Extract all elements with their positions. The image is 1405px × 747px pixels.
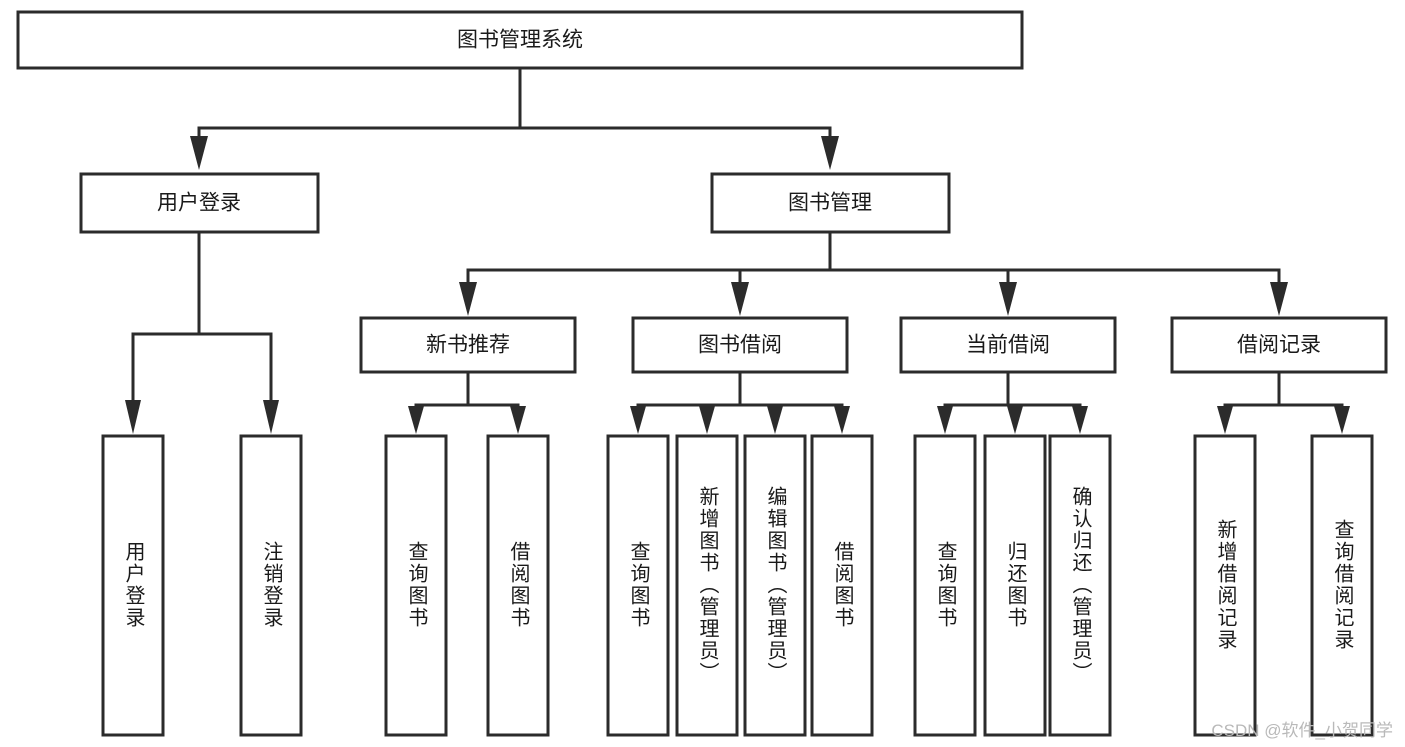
leaf-node[interactable]: 查询图书 [913, 434, 977, 737]
leaf-cb-return-book-box[interactable] [983, 434, 1047, 737]
leaf-br-add-record-box[interactable] [1193, 434, 1257, 737]
leaf-node[interactable]: 注销登录 [239, 434, 303, 737]
node-book-borrow-label: 图书借阅 [698, 334, 782, 357]
arrowhead-leaf-bb-1 [630, 406, 646, 434]
leaf-cb-query-book-label: 查询图书 [934, 541, 957, 629]
arrowhead-book-borrow [731, 282, 749, 316]
connector-group-borrow-record [1217, 370, 1350, 434]
arrowhead-leaf-cb-1 [937, 406, 953, 434]
leaf-node[interactable]: 新增图书（管理员） [675, 434, 739, 737]
node-user-login[interactable]: 用户登录 [79, 172, 320, 234]
node-borrow-record-box[interactable] [1170, 316, 1388, 374]
leaf-nb-borrow-book-label: 借阅图书 [507, 541, 530, 629]
node-current-borrow[interactable]: 当前借阅 [899, 316, 1117, 374]
node-borrow-record[interactable]: 借阅记录 [1170, 316, 1388, 374]
node-book-management-label: 图书管理 [788, 192, 872, 215]
arrowhead-leaf-br-2 [1334, 406, 1350, 434]
arrowhead-leaf-nb-2 [510, 406, 526, 434]
leaf-bb-add-book-label: 新增图书（管理员） [696, 486, 719, 684]
node-user-login-box[interactable] [79, 172, 320, 234]
leaf-node[interactable]: 归还图书 [983, 434, 1047, 737]
connector-group-book-mgmt [459, 230, 1288, 316]
node-new-book-recommend-label: 新书推荐 [426, 334, 510, 357]
arrowhead-leaf-nb-1 [408, 406, 424, 434]
node-book-management[interactable]: 图书管理 [710, 172, 951, 234]
leaf-br-query-record-label: 查询借阅记录 [1331, 519, 1354, 651]
node-root-label: 图书管理系统 [457, 29, 583, 52]
leaf-bb-query-book-box[interactable] [606, 434, 670, 737]
leaf-node[interactable]: 查询借阅记录 [1310, 434, 1374, 737]
leaf-logout-label: 注销登录 [260, 541, 283, 629]
leaf-cb-confirm-return-label: 确认归还（管理员） [1069, 486, 1092, 684]
node-current-borrow-box[interactable] [899, 316, 1117, 374]
arrowhead-leaf-bb-4 [834, 406, 850, 434]
leaf-br-query-record-box[interactable] [1310, 434, 1374, 737]
node-book-borrow-box[interactable] [631, 316, 849, 374]
arrowhead-borrow-record [1270, 282, 1288, 316]
leaf-bb-borrow-book-label: 借阅图书 [831, 541, 854, 629]
leaf-bb-edit-book-box[interactable] [743, 434, 807, 737]
arrowhead-leaf-ul-2 [263, 400, 279, 434]
arrowhead-book-mgmt [821, 136, 839, 170]
node-root-box[interactable] [16, 10, 1024, 70]
node-book-management-box[interactable] [710, 172, 951, 234]
connector-group-book-borrow [630, 370, 850, 434]
arrowhead-leaf-cb-2 [1007, 406, 1023, 434]
leaf-nb-query-book-box[interactable] [384, 434, 448, 737]
node-book-borrow[interactable]: 图书借阅 [631, 316, 849, 374]
leaf-bb-query-book-label: 查询图书 [627, 541, 650, 629]
leaf-node[interactable]: 用户登录 [101, 434, 165, 737]
connector-group-root [190, 66, 839, 170]
arrowhead-leaf-bb-2 [699, 406, 715, 434]
arrowhead-leaf-cb-3 [1072, 406, 1088, 434]
leaf-user-login-box[interactable] [101, 434, 165, 737]
arrowhead-new-book [459, 282, 477, 316]
leaf-node[interactable]: 新增借阅记录 [1193, 434, 1257, 737]
leaf-node[interactable]: 确认归还（管理员） [1048, 434, 1112, 737]
node-new-book-recommend[interactable]: 新书推荐 [359, 316, 577, 374]
arrowhead-current-borrow [999, 282, 1017, 316]
leaf-nb-query-book-label: 查询图书 [405, 541, 428, 629]
connector-group-new-book [408, 370, 526, 434]
leaf-node[interactable]: 查询图书 [606, 434, 670, 737]
connector-group-current-borrow [937, 370, 1088, 434]
leaf-node[interactable]: 借阅图书 [810, 434, 874, 737]
leaf-user-login-label: 用户登录 [122, 541, 145, 629]
leaf-nb-borrow-book-box[interactable] [486, 434, 550, 737]
leaf-node[interactable]: 查询图书 [384, 434, 448, 737]
node-current-borrow-label: 当前借阅 [966, 334, 1050, 357]
leaf-cb-query-book-box[interactable] [913, 434, 977, 737]
leaf-bb-edit-book-label: 编辑图书（管理员） [764, 486, 787, 684]
arrowhead-leaf-br-1 [1217, 406, 1233, 434]
arrowhead-leaf-bb-3 [767, 406, 783, 434]
leaf-node[interactable]: 借阅图书 [486, 434, 550, 737]
node-root[interactable]: 图书管理系统 [16, 10, 1024, 70]
leaf-br-add-record-label: 新增借阅记录 [1214, 519, 1237, 651]
arrowhead-leaf-ul-1 [125, 400, 141, 434]
leaf-cb-return-book-label: 归还图书 [1004, 541, 1027, 629]
leaf-bb-add-book-box[interactable] [675, 434, 739, 737]
node-user-login-label: 用户登录 [157, 192, 241, 215]
arrowhead-user-login [190, 136, 208, 170]
node-new-book-recommend-box[interactable] [359, 316, 577, 374]
leaf-bb-borrow-book-box[interactable] [810, 434, 874, 737]
connector-group-user-login [125, 230, 279, 434]
leaf-logout-box[interactable] [239, 434, 303, 737]
leaf-cb-confirm-return-box[interactable] [1048, 434, 1112, 737]
node-borrow-record-label: 借阅记录 [1237, 334, 1321, 357]
leaf-node[interactable]: 编辑图书（管理员） [743, 434, 807, 737]
